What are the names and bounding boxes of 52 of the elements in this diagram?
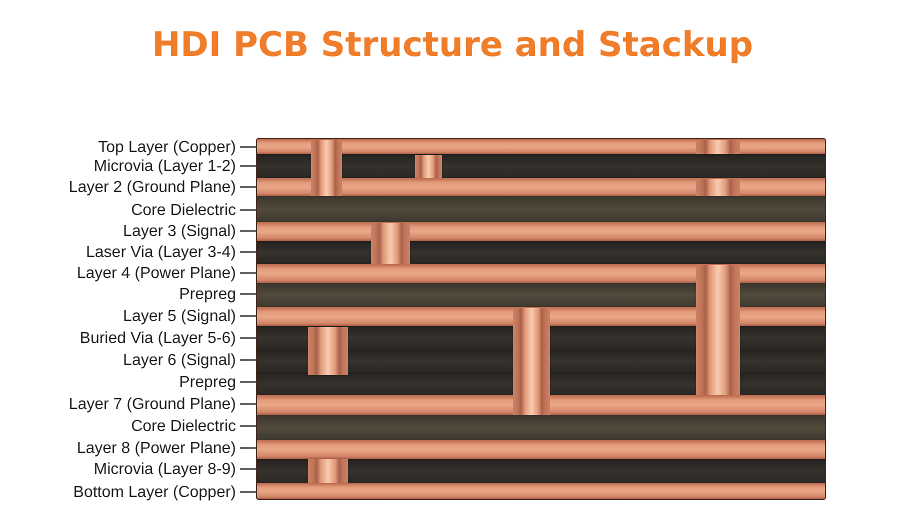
copper-layer — [257, 307, 825, 326]
leader-line — [240, 272, 257, 274]
leader-line — [240, 165, 257, 167]
copper-layer — [257, 139, 825, 154]
dielectric-layer — [257, 241, 825, 264]
copper-layer — [257, 483, 825, 499]
layer-label: Prepreg — [179, 284, 236, 304]
leader-line — [240, 251, 257, 253]
leader-line — [240, 146, 257, 148]
leader-line — [240, 491, 257, 493]
layer-label: Prepreg — [179, 372, 236, 392]
layer-label: Buried Via (Layer 5-6) — [80, 328, 236, 348]
dielectric-layer — [257, 154, 825, 178]
layer-label: Bottom Layer (Copper) — [73, 482, 236, 502]
leader-line — [240, 425, 257, 427]
dielectric-layer — [257, 415, 825, 440]
layer-label: Layer 3 (Signal) — [123, 222, 236, 240]
leader-line — [240, 447, 257, 449]
copper-layer — [257, 222, 825, 241]
dielectric-layer — [257, 196, 825, 222]
leader-line — [240, 209, 257, 211]
copper-layer — [257, 178, 825, 196]
dielectric-layer — [257, 349, 825, 372]
dielectric-layer — [257, 283, 825, 307]
title: HDI PCB Structure and Stackup — [150, 24, 754, 67]
leader-line — [240, 359, 257, 361]
leader-line — [240, 381, 257, 383]
copper-layer — [257, 395, 825, 415]
layer-label: Laser Via (Layer 3-4) — [86, 242, 236, 262]
layer-label: Layer 7 (Ground Plane) — [68, 394, 236, 414]
layer-label: Layer 2 (Ground Plane) — [68, 178, 236, 196]
layer-label: Layer 4 (Power Plane) — [76, 264, 236, 282]
leader-line — [240, 403, 257, 405]
layer-label: Core Dielectric — [131, 416, 236, 436]
dielectric-layer — [257, 372, 825, 395]
layer-label: Microvia (Layer 8-9) — [94, 460, 236, 478]
layer-label: Layer 5 (Signal) — [123, 306, 236, 326]
dielectric-layer — [257, 459, 825, 483]
copper-layer — [257, 264, 825, 283]
layer-label: Layer 6 (Signal) — [123, 350, 236, 370]
leader-line — [240, 293, 257, 295]
leader-line — [240, 186, 257, 188]
leader-line — [240, 315, 257, 317]
layer-label: Layer 8 (Power Plane) — [76, 438, 236, 458]
layer-label: Microvia (Layer 1-2) — [94, 156, 236, 176]
dielectric-layer — [257, 326, 825, 349]
leader-line — [240, 230, 257, 232]
leader-line — [240, 337, 257, 339]
layer-label: Core Dielectric — [131, 200, 236, 220]
leader-line — [240, 468, 257, 470]
copper-layer — [257, 440, 825, 459]
layer-label: Top Layer (Copper) — [98, 138, 236, 156]
